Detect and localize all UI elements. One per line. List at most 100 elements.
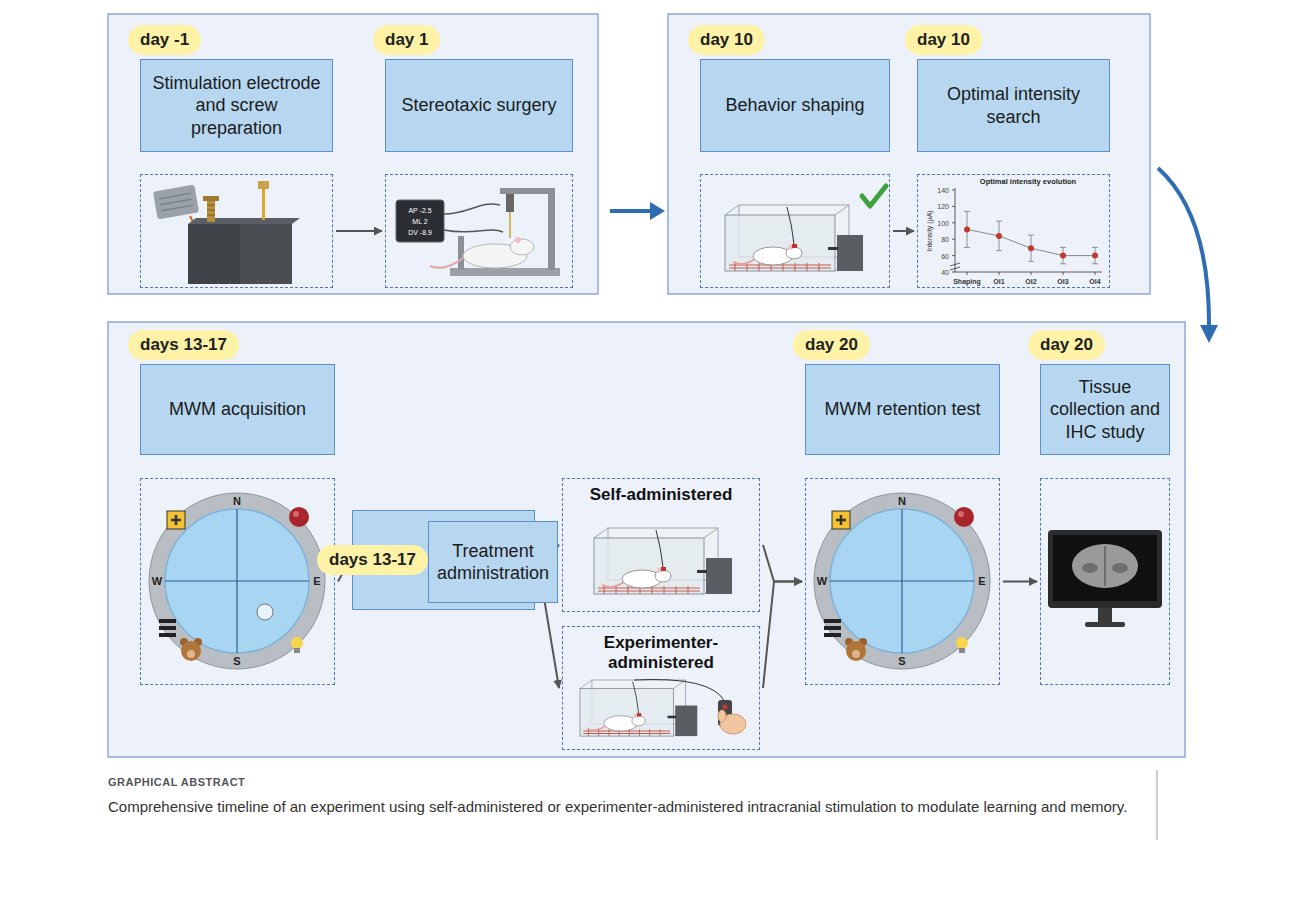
- step-label: MWM acquisition: [169, 398, 306, 421]
- illustration-frame: [805, 478, 1000, 685]
- step-box: Treatment administration: [428, 521, 558, 603]
- day-badge: days 13-17: [317, 545, 428, 575]
- illustration-frame: [140, 478, 335, 685]
- monitor-illustration: [1104, 546, 1106, 586]
- figure-label: Optimal intensity evolution: [980, 178, 1076, 186]
- electrode-illustration: [262, 184, 265, 220]
- figure-label: 140: [937, 187, 949, 194]
- flow-arrow: [1003, 581, 1037, 583]
- intensity-chart: [952, 190, 955, 272]
- monitor-illustration: [1072, 544, 1138, 588]
- electrode-illustration: [153, 185, 199, 220]
- intensity-chart: [1060, 253, 1066, 259]
- electrode-illustration: [188, 224, 240, 284]
- maze-acquisition: [149, 493, 325, 669]
- step-box: MWM acquisition: [140, 364, 335, 455]
- step-box: Tissue collection and IHC study: [1040, 364, 1170, 455]
- intensity-chart: [1092, 253, 1098, 259]
- monitor-illustration: [1082, 563, 1098, 573]
- intensity-chart: [1028, 245, 1034, 251]
- figure-label: ML 2: [412, 218, 427, 225]
- step-label: Stereotaxic surgery: [401, 94, 556, 117]
- flow-arrow: [763, 582, 802, 689]
- stereotaxic-illustration: [396, 188, 560, 276]
- monitor-illustration: [1098, 608, 1112, 622]
- panel-ground: [108, 322, 1185, 757]
- day-badge: day 20: [1028, 330, 1105, 360]
- self-stimulation-illustration: [594, 528, 732, 594]
- step-label: Tissue collection and IHC study: [1049, 376, 1161, 444]
- stereotaxic-illustration: [396, 200, 444, 242]
- stereotaxic-illustration: [510, 239, 534, 255]
- illustration-panel: Experimenter-administered: [562, 626, 760, 750]
- intensity-chart: [1092, 247, 1098, 263]
- day-badge: day -1: [128, 25, 201, 55]
- maze-retention: [814, 493, 990, 669]
- monitor-illustration: [1085, 622, 1125, 627]
- flow-arrow: [336, 230, 382, 232]
- step-box: Optimal intensity search: [917, 59, 1110, 152]
- intensity-chart: [1060, 247, 1066, 263]
- stereotaxic-illustration: [444, 230, 503, 232]
- step-label: Treatment administration: [437, 540, 549, 585]
- intensity-chart: [1028, 235, 1034, 261]
- figure-label: OI2: [1025, 278, 1036, 285]
- self-stimulation-illustration: [594, 528, 732, 594]
- panel-heading: Self-administered: [563, 479, 759, 505]
- monitor-illustration: [1048, 530, 1162, 627]
- figure-label: N: [898, 496, 906, 507]
- panel-ground: [108, 14, 598, 294]
- day-badge: day 10: [688, 25, 765, 55]
- panel-arrow: [1200, 325, 1218, 343]
- illustration-frame: [140, 174, 333, 288]
- figure-label: Intensity (µA): [926, 210, 933, 251]
- electrode-illustration: [258, 181, 269, 189]
- figure-label: OI1: [993, 278, 1004, 285]
- figure-label: OI4: [1089, 278, 1100, 285]
- panel-arrow: [610, 209, 652, 213]
- stereotaxic-illustration: [444, 204, 500, 214]
- figure-label: E: [978, 576, 985, 587]
- intensity-chart: [950, 188, 1102, 275]
- electrode-illustration: [203, 196, 219, 201]
- figure-label: 80: [941, 236, 949, 243]
- timeline-step: day -1Stimulation electrode and screw pr…: [140, 25, 333, 288]
- panel-ground: [668, 14, 1150, 294]
- monitor-illustration: [1053, 535, 1157, 601]
- figure-label: 60: [941, 252, 949, 259]
- intensity-chart: [964, 211, 970, 247]
- intensity-chart: [950, 263, 960, 270]
- stereotaxic-illustration: [500, 188, 555, 194]
- timeline-step: day 10Behavior shaping: [700, 25, 890, 288]
- figure-label: OI3: [1057, 278, 1068, 285]
- figure-label: 100: [937, 219, 949, 226]
- figure-label: AP -2.5: [408, 207, 431, 214]
- stereotaxic-illustration: [430, 258, 463, 268]
- maze-retention: [814, 493, 990, 669]
- monitor-illustration: [1112, 563, 1128, 573]
- stereotaxic-illustration: [548, 188, 555, 270]
- figure-label: S: [233, 656, 240, 667]
- electrode-illustration: [188, 218, 300, 224]
- intensity-chart: [964, 226, 970, 232]
- shaping-illustration: [862, 186, 886, 206]
- timeline-step: day 10Optimal intensity search: [917, 25, 1110, 288]
- illustration-frame: [1040, 478, 1170, 685]
- stereotaxic-illustration: [450, 268, 560, 276]
- step-label: Behavior shaping: [725, 94, 864, 117]
- figure-label: S: [898, 656, 905, 667]
- experimenter-stimulation-illustration: [718, 710, 726, 722]
- intensity-chart: [996, 233, 1002, 239]
- maze-acquisition: [257, 604, 273, 620]
- electrode-illustration: [159, 193, 193, 210]
- electrode-illustration: [240, 224, 292, 284]
- figure-label: 40: [941, 269, 949, 276]
- experimenter-stimulation-illustration: [723, 705, 728, 710]
- electrode-illustration: [207, 205, 215, 215]
- figure-caption: Comprehensive timeline of an experiment …: [108, 797, 1148, 817]
- timeline-step: day 20Tissue collection and IHC study: [1040, 330, 1170, 685]
- intensity-chart: [996, 221, 1002, 251]
